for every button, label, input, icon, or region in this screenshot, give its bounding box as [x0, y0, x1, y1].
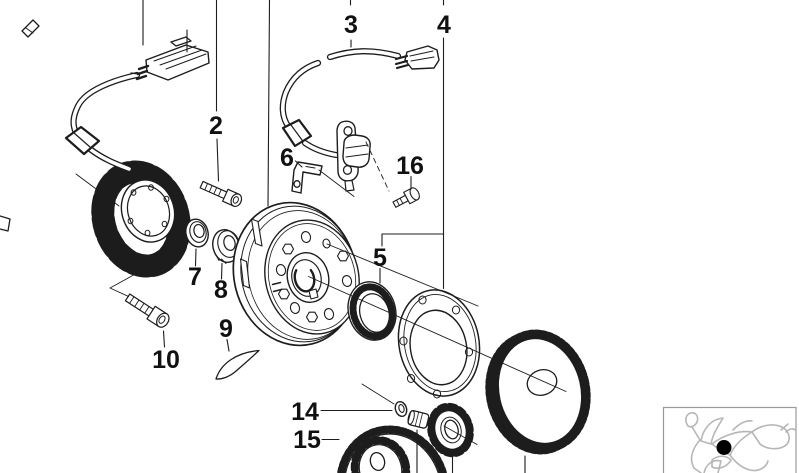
rotor-face-holes — [275, 231, 353, 323]
callout-4[interactable]: 4 — [437, 11, 451, 39]
callout-leader-lines — [142, 0, 526, 473]
freewheel-bearing — [347, 281, 397, 341]
callout-6[interactable]: 6 — [280, 144, 294, 172]
leader-line-8 — [220, 262, 223, 280]
leader-line-2 — [215, 0, 220, 182]
callout-9[interactable]: 9 — [219, 315, 233, 343]
collar-nut-8 — [212, 229, 240, 264]
sensor-bracket — [291, 161, 323, 194]
alignment-axis-lines — [75, 141, 567, 445]
callout-labels: 2 3 4 5 6 7 8 9 10 14 15 16 — [152, 11, 451, 454]
cable-grommet-clip — [64, 125, 101, 156]
rotor-rim-slot — [250, 218, 263, 247]
large-driven-gear — [485, 329, 591, 455]
stator-coil-ring — [91, 160, 191, 278]
exploded-view-drawing — [0, 0, 591, 473]
bolt-16 — [392, 187, 420, 208]
callout-15[interactable]: 15 — [293, 426, 321, 454]
model-thumbnail — [662, 406, 797, 473]
cable-stub — [21, 19, 40, 38]
leader-line-rotor — [267, 0, 271, 207]
callout-10[interactable]: 10 — [152, 346, 180, 374]
stator-connector-plug — [130, 36, 210, 81]
motorcycle-icon — [685, 412, 797, 473]
rotor-rim-slot — [239, 258, 251, 289]
callout-5[interactable]: 5 — [373, 244, 387, 272]
bolt-2 — [199, 180, 243, 208]
callout-3[interactable]: 3 — [344, 11, 358, 39]
stator-harness-cable — [64, 71, 141, 173]
leader-line-7 — [194, 248, 197, 267]
mounting-dashed-line — [365, 141, 390, 192]
thumbnail-position-marker — [716, 440, 732, 455]
pickup-sensor-body — [342, 134, 371, 168]
bolt-10 — [124, 293, 170, 328]
rotor-flywheel — [232, 201, 360, 347]
rotor-keyway — [308, 288, 319, 300]
sensor-cable — [279, 48, 402, 159]
bushing — [407, 410, 430, 429]
woodruff-key-9 — [215, 349, 260, 380]
callout-14[interactable]: 14 — [291, 398, 319, 426]
flange-bolt-holes — [399, 295, 474, 399]
carrier-flange — [397, 289, 481, 399]
leader-line-10 — [162, 330, 166, 348]
callout-8[interactable]: 8 — [214, 276, 228, 304]
callout-16[interactable]: 16 — [396, 152, 424, 180]
leader-line-5 — [379, 233, 445, 284]
leader-line-9 — [226, 338, 230, 352]
washer-7 — [185, 218, 209, 248]
callout-7[interactable]: 7 — [188, 263, 202, 291]
stator-mount-holes — [127, 184, 170, 237]
callout-2[interactable]: 2 — [209, 112, 223, 140]
sensor-connector-plug — [394, 45, 440, 70]
cut-off-part-stub — [0, 215, 11, 232]
leader-line-6 — [294, 160, 303, 168]
washer-14 — [394, 400, 408, 418]
leader-line-3 — [349, 0, 352, 48]
sensor-cable-grommet — [281, 118, 313, 148]
